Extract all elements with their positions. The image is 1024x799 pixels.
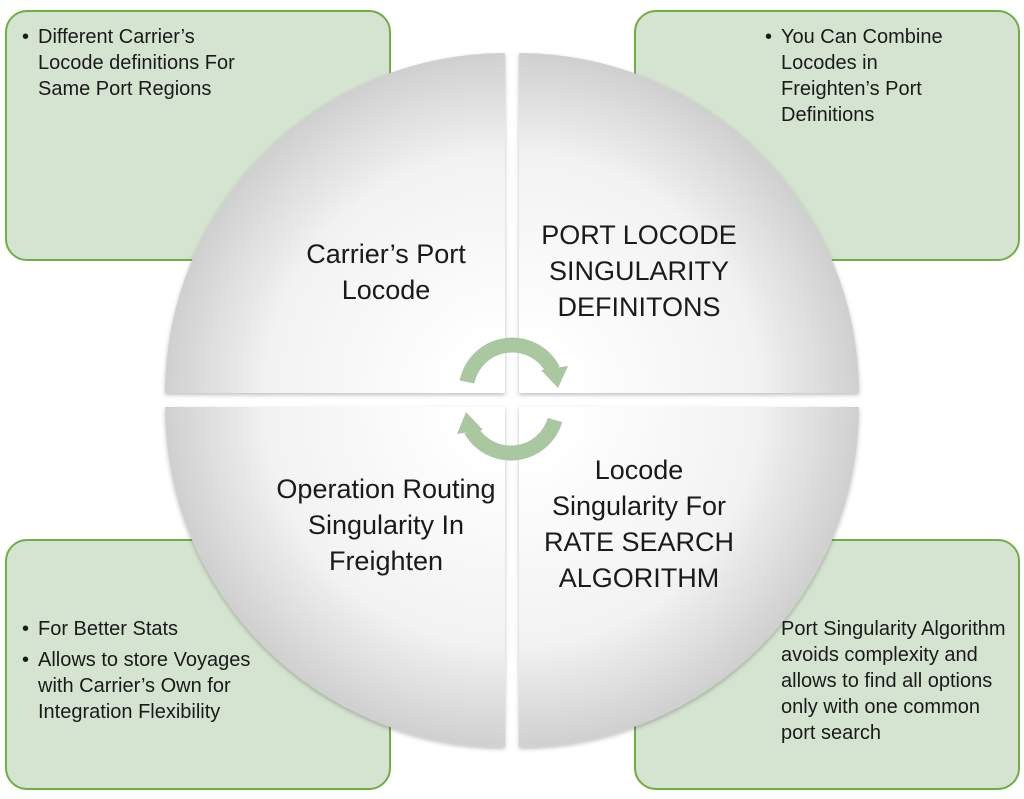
quadrant-label-bottom-right: Locode Singularity For RATE SEARCH ALGOR… [528,432,750,616]
quadrant-label-top-right: PORT LOCODE SINGULARITY DEFINITONS [528,196,750,346]
quadrant-label-top-left: Carrier’s Port Locode [275,218,497,326]
cycle-arrow-top-icon [459,337,568,388]
note-item: For Better Stats [22,616,282,642]
quadrant-label-bottom-left: Operation Routing Singularity In Freight… [275,450,497,600]
quadrant-title: Operation Routing Singularity In Freight… [276,474,496,576]
note-list-top-left: Different Carrier’s Locode definitions F… [22,24,262,102]
quadrant-top-right [519,53,859,393]
note-list-top-right: You Can Combine Locodes in Freighten’s P… [765,24,975,128]
note-text-bottom-right: Port Singularity Algorithm avoids comple… [781,616,1013,746]
note-item: Different Carrier’s Locode definitions F… [22,24,262,102]
quadrant-title: Carrier’s Port Locode [306,239,466,305]
quadrant-top-left [165,53,505,393]
quadrant-title: Locode Singularity For RATE SEARCH ALGOR… [543,455,735,593]
quadrant-bottom-right [519,407,859,747]
note-item: Allows to store Voyages with Carrier’s O… [22,647,282,725]
note-list-bottom-left: For Better Stats Allows to store Voyages… [22,616,282,725]
cycle-arrow-bottom-icon [457,412,563,461]
quadrant-title: PORT LOCODE SINGULARITY DEFINITONS [541,220,737,322]
quadrant-bottom-left [165,407,505,747]
note-item: You Can Combine Locodes in Freighten’s P… [765,24,975,128]
note-item: Port Singularity Algorithm avoids comple… [781,618,1006,744]
